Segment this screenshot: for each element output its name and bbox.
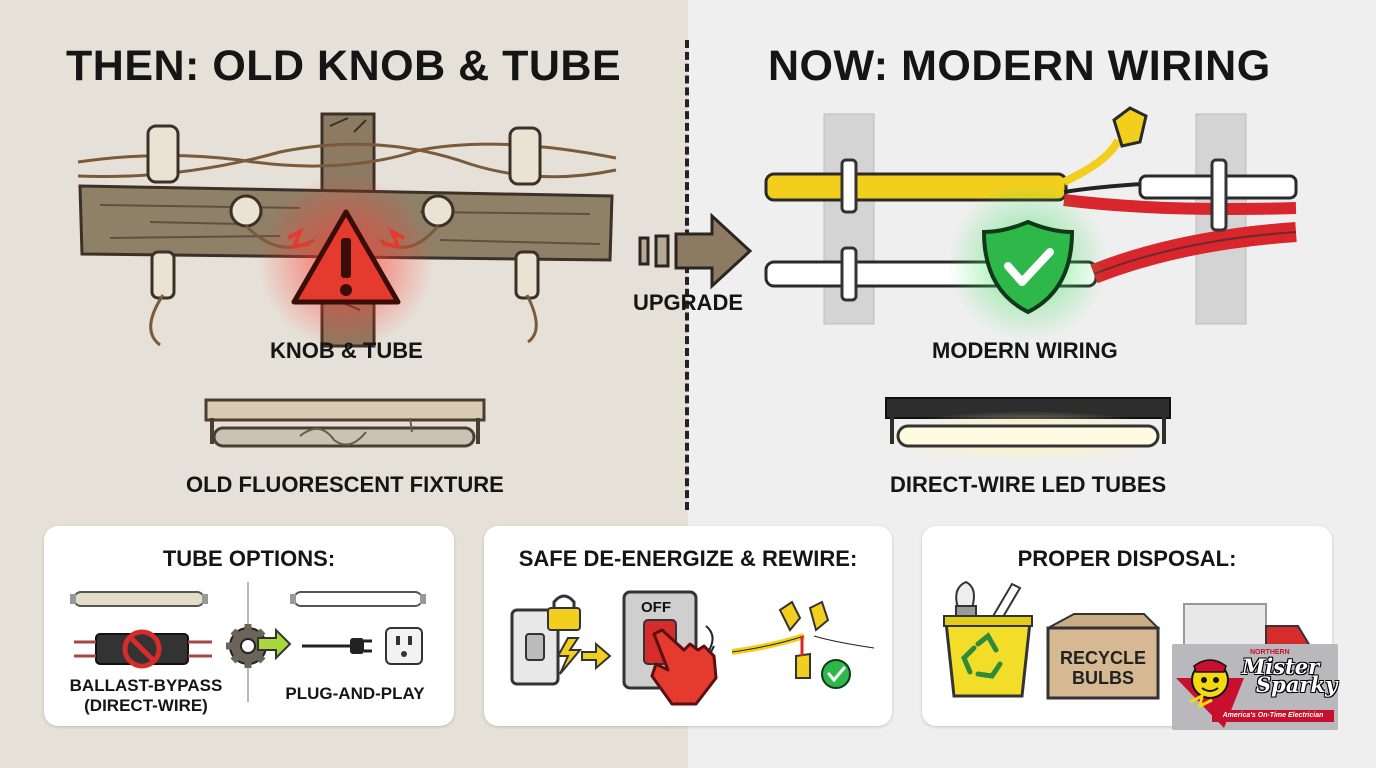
modern-wiring-illustration — [764, 106, 1298, 342]
deenergize-title: SAFE DE-ENERGIZE & REWIRE: — [518, 546, 858, 571]
check-icon — [821, 659, 851, 689]
mister-sparky-logo: NORTHERN Mister Sparky America's On-Time… — [1172, 644, 1338, 730]
deenergize-icons: OFF — [510, 590, 875, 706]
center-divider — [685, 40, 689, 510]
logo-brand: Mister Sparky — [1242, 654, 1338, 697]
disposal-title: PROPER DISPOSAL: — [1017, 546, 1237, 571]
recycle-icon — [961, 632, 1003, 679]
lightning-icon — [556, 637, 583, 675]
logo-brand-line2: Sparky — [1256, 672, 1338, 697]
tube-options-icons — [70, 582, 426, 702]
logo-region-text: NORTHERN — [1250, 649, 1290, 656]
switch-off-text: OFF — [641, 599, 671, 616]
wall-switch-icon — [510, 608, 560, 686]
recycle-bulbs-text: RECYCLE BULBS — [1059, 648, 1146, 688]
old-fixture-label: OLD FLUORESCENT FIXTURE — [186, 472, 504, 497]
upgrade-label: UPGRADE — [633, 290, 744, 315]
upgrade-arrow-icon — [638, 212, 753, 290]
then-title: THEN: OLD KNOB & TUBE — [66, 42, 622, 90]
padlock-icon — [547, 594, 581, 631]
now-title: NOW: MODERN WIRING — [768, 42, 1271, 90]
fluorescent-tube-icon — [70, 591, 208, 607]
recycle-box-icon — [1046, 613, 1161, 700]
arrow-right-icon — [257, 627, 292, 661]
hand-icon — [650, 628, 718, 706]
logo-brand-line1: Mister — [1242, 654, 1320, 679]
arrow-right-icon — [581, 641, 612, 671]
led-tubes-label: DIRECT-WIRE LED TUBES — [890, 472, 1167, 497]
outlet-icon — [385, 627, 423, 665]
plug-and-play-label: PLUG-AND-PLAY — [285, 684, 425, 703]
ballast-bypass-label: BALLAST-BYPASS (DIRECT-WIRE) — [66, 676, 226, 716]
led-tube-icon — [290, 591, 426, 607]
knob-and-tube-illustration — [77, 112, 617, 350]
wire-nut-icon — [731, 600, 875, 679]
tube-options-card: TUBE OPTIONS: — [44, 526, 454, 726]
recycle-bin-icon — [943, 615, 1033, 698]
led-tube-fixture — [878, 397, 1178, 463]
old-fluorescent-fixture — [204, 398, 486, 448]
logo-tagline: America's On-Time Electrician — [1212, 710, 1334, 722]
plug-icon — [302, 638, 372, 654]
ballast-bypass-icon — [74, 629, 212, 669]
ballast-bypass-text: BALLAST-BYPASS (DIRECT-WIRE) — [69, 676, 223, 715]
tube-options-title: TUBE OPTIONS: — [162, 546, 336, 571]
cfl-bulb-icon — [955, 580, 977, 619]
modern-wiring-label: MODERN WIRING — [932, 338, 1118, 363]
deenergize-card: SAFE DE-ENERGIZE & REWIRE: OFF — [484, 526, 892, 726]
knob-tube-label: KNOB & TUBE — [270, 338, 423, 363]
